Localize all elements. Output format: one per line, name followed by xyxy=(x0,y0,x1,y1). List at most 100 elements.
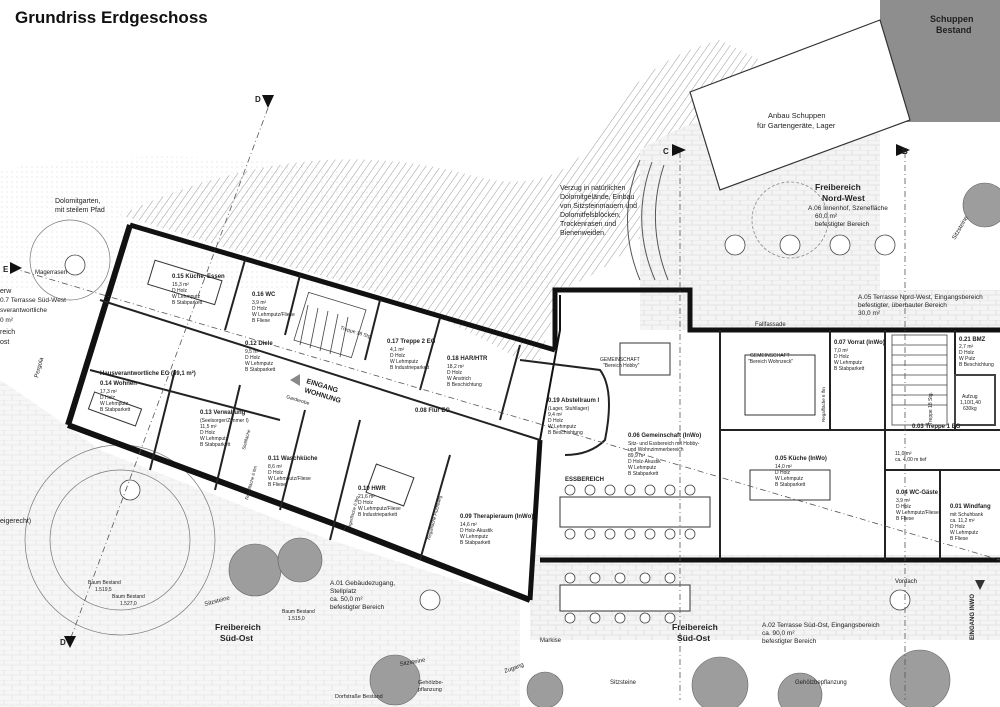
label-gehoelz-3: Gehölzbepflanzung xyxy=(795,680,847,686)
outdoor-table xyxy=(559,584,691,612)
room-info: B Stabparkett xyxy=(628,471,659,477)
section-label-b: B xyxy=(902,147,908,156)
section-label-d-bottom: D xyxy=(60,638,66,647)
room-wohnen: 0.14 Wohnen 17,3 m² D Holz W Lehmputz B … xyxy=(100,381,137,413)
interior-walls xyxy=(89,259,1000,561)
label-ost: ost xyxy=(0,339,9,346)
room-info: 7,0 m² xyxy=(834,348,849,354)
label-essbereich: ESSBEREICH xyxy=(565,477,604,483)
zone-sub: Nord-West xyxy=(822,193,865,203)
section-marker-d-bottom xyxy=(64,636,76,648)
label-terrasse-sw-c: 0 m² xyxy=(0,317,14,324)
wall-west xyxy=(65,224,133,426)
room-info: D Holz xyxy=(834,354,850,360)
tree xyxy=(228,543,282,597)
dining-table xyxy=(559,496,711,528)
stair-step xyxy=(319,310,329,352)
room-waschkueche: 0.11 Waschküche 8,6 m² D Holz W Lehmputz… xyxy=(268,456,318,488)
chair xyxy=(639,612,651,624)
section-marker-d-top xyxy=(262,95,274,108)
zone-name: A.05 Terrasse Nord-West, Eingangsbereich xyxy=(858,294,983,301)
room-info: 3,9 m² xyxy=(896,498,911,504)
room-info: B Stabparkett xyxy=(172,300,203,306)
room-info: W Lehmputz xyxy=(172,294,201,300)
room-hwr: 0.10 HWR 21,6 m² D Holz W Lehmputz/Flies… xyxy=(358,486,401,518)
shed-sub: Bestand xyxy=(936,25,972,35)
room-info: D Holz-Akustik xyxy=(460,528,493,534)
courtyard-paving-nw xyxy=(640,100,880,330)
zone-name: A.01 Gebäudezugang, xyxy=(330,580,395,587)
label-baum-1: Baum Bestand xyxy=(88,580,121,586)
outdoor-table-round xyxy=(119,479,141,501)
amphitheatre-arc-3 xyxy=(654,164,669,281)
label-sitzsteine-2: Sitzsteine xyxy=(399,657,426,668)
wall xyxy=(499,344,521,421)
room-info: D Holz xyxy=(252,306,268,312)
hwr-table xyxy=(365,463,415,507)
room-name: 0.08 Flur EG xyxy=(415,408,450,414)
building-walls xyxy=(65,222,1000,603)
room-name: 0.19 Abstellraum I xyxy=(548,398,599,404)
room-info: und Wohnzimmerbereich xyxy=(628,447,684,453)
wall xyxy=(149,369,176,471)
note-line: Verzug in natürlichen xyxy=(560,185,625,192)
room-info: W Anstrich xyxy=(447,376,471,382)
chair xyxy=(564,528,576,540)
room-info: D Holz xyxy=(358,500,374,506)
stair-right xyxy=(891,334,948,426)
zone-info: A.06 Innenhof, Szenefläche xyxy=(808,205,888,212)
room-info: D Holz xyxy=(268,470,284,476)
room-info: B Fliese xyxy=(252,318,270,324)
room-bmz: 0.21 BMZ 2,7 m² D Holz W Putz B Beschich… xyxy=(959,337,994,368)
stairs xyxy=(293,291,996,426)
room-info: 17,3 m² xyxy=(100,389,117,395)
room-info: 15,3 m² xyxy=(172,282,189,288)
chair xyxy=(614,612,626,624)
room-info: 18,2 m² xyxy=(447,364,464,370)
room-therapieraum: 0.09 Therapieraum (InWo) 14,6 m² D Holz-… xyxy=(460,514,533,546)
zone-terrasse-nw: A.05 Terrasse Nord-West, Eingangsbereich… xyxy=(858,294,983,317)
label-eingang-inwo: EINGANG INWO xyxy=(970,594,976,640)
chair xyxy=(639,572,651,584)
zone-info: 30,0 m² xyxy=(858,310,881,317)
wall xyxy=(214,384,241,491)
room-info: W Putz xyxy=(959,356,976,362)
room-info: D Holz xyxy=(245,355,261,361)
room-name: 0.14 Wohnen xyxy=(100,381,137,387)
note-line: Dolomitfelsblöcken, xyxy=(560,212,621,219)
note-line: Trockenrasen und xyxy=(560,221,616,228)
room-info: D Holz xyxy=(959,350,975,356)
dolomit-line2: mit steilem Pfad xyxy=(55,207,105,214)
label-pergola: Pergola xyxy=(34,356,45,378)
tree-canopy-nw xyxy=(751,181,829,259)
terrace-paving-nw xyxy=(690,290,1000,330)
section-label-e: E xyxy=(3,265,9,274)
outdoor-table-round xyxy=(779,234,801,256)
room-diele: 0.12 Diele 9,5 m² D Holz W Lehmputz B St… xyxy=(245,341,276,373)
room-flur: 0.08 Flur EG xyxy=(415,408,450,414)
zone-terrasse-so: A.02 Terrasse Süd-Ost, Eingangsbereich c… xyxy=(762,622,880,645)
room-info: B Industrieparkett xyxy=(358,512,398,518)
room-info: W Lehmputz xyxy=(628,465,657,471)
section-line-d xyxy=(69,107,269,641)
chair xyxy=(684,484,696,496)
room-gemeinschaft: 0.06 Gemeinschaft (InWo) Sitz- und Essbe… xyxy=(628,433,701,477)
section-line-e xyxy=(11,267,1000,561)
room-info: 3,9 m² xyxy=(252,300,267,306)
room-info: W Lehmputz/Fliese xyxy=(252,312,295,318)
note-line: von Sitzsteinmauern und xyxy=(560,203,637,210)
room-name: 0.18 HAR/HTR xyxy=(447,356,488,362)
chair xyxy=(684,528,696,540)
room-name: 0.09 Therapieraum (InWo) xyxy=(460,514,533,520)
wall-north-east xyxy=(552,287,1000,350)
room-wc: 0.16 WC 3,9 m² D Holz W Lehmputz/Fliese … xyxy=(252,292,295,324)
room-info: D Holz xyxy=(100,395,116,401)
chair xyxy=(614,572,626,584)
label-aufzug: Aufzug xyxy=(962,394,978,400)
label-gemeinschaft-hobby-sub: "Bereich Hobby" xyxy=(603,363,640,369)
room-info: W Lehmputz xyxy=(950,530,979,536)
chair xyxy=(589,572,601,584)
room-info: D Holz xyxy=(548,418,564,424)
hobby-table xyxy=(619,342,671,376)
label-baum-1-sub: 1.519,5 xyxy=(95,587,112,593)
